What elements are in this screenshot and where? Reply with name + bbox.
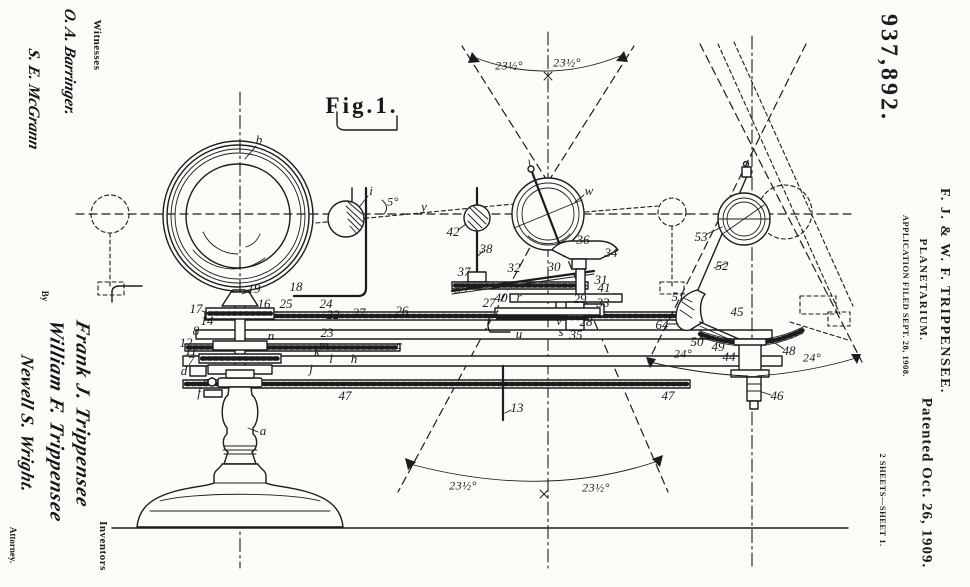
applicant-line: F. J. & W. F. TRIPPENSEE. (936, 188, 952, 394)
earth-globe-assembly (452, 160, 686, 332)
attorney-label: Attorney. (8, 527, 18, 563)
sun-globe (163, 141, 313, 302)
right-globe-assembly (646, 36, 862, 568)
witness-signature-1: O. A. Barringer. (60, 9, 78, 116)
by-label: By (40, 291, 50, 302)
phantom-circle-left (91, 195, 142, 302)
pedestal (137, 370, 343, 527)
inventor-signature-1: Frank J. Trippensee (71, 321, 94, 508)
patent-title: PLANETARIUM. (917, 238, 929, 341)
application-filed-line: APPLICATION FILED SEPT. 28, 1908. (901, 215, 911, 377)
patented-date-line: Patented Oct. 26, 1909. (918, 398, 935, 568)
patent-number: 937,892. (875, 14, 902, 122)
sheet-count-line: 2 SHEETS—SHEET 1. (878, 453, 888, 546)
witness-signature-2: S. E. McGrann (24, 49, 42, 149)
attorney-signature: Newell S. Wright. (17, 355, 38, 493)
figure-label: Fig.1. (326, 93, 399, 119)
inventors-heading: Inventors (97, 521, 109, 571)
inventor-signature-2: William F. Trippensee (45, 320, 68, 522)
witnesses-heading: Witnesses (91, 20, 103, 71)
